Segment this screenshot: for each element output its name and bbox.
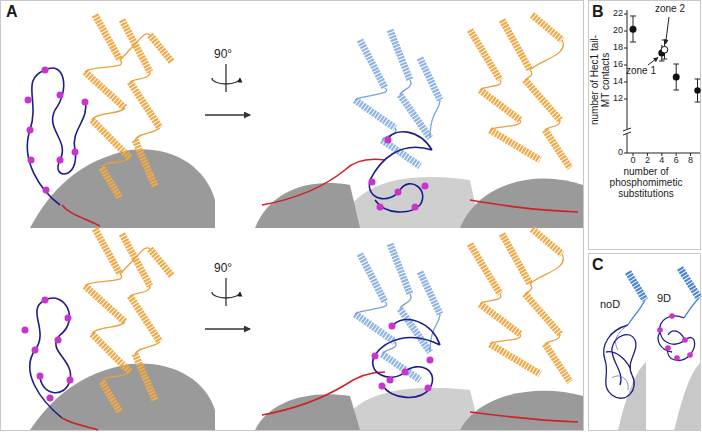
callout-label: zone 1	[626, 65, 662, 76]
x-tick-label: 2	[641, 156, 653, 166]
y-tick-label: 16	[608, 60, 623, 70]
rotation-angle: 90°	[214, 48, 244, 61]
y-tick-label: 14	[608, 77, 623, 87]
x-tick-label: 6	[670, 156, 682, 166]
panel-letter: C	[592, 256, 608, 274]
callout-label: zone 2	[655, 3, 691, 14]
x-axis-title: number of phosphomimetic substitutions	[591, 166, 701, 199]
y-tick-label: 18	[608, 43, 623, 53]
panel-letter: A	[6, 3, 26, 21]
y-tick-label: 20	[608, 26, 623, 36]
x-tick-label: 0	[627, 156, 639, 166]
y-axis-title: number of Hec1 tail-MT contacts	[589, 34, 611, 126]
condition-label: 9D	[657, 292, 679, 304]
panel-letter: B	[592, 3, 608, 21]
y-tick-label: 0	[608, 148, 623, 158]
y-tick-label: 22	[608, 9, 623, 19]
y-tick-label: 12	[608, 94, 623, 104]
condition-label: noD	[600, 298, 628, 310]
x-tick-label: 8	[685, 156, 697, 166]
x-tick-label: 4	[656, 156, 668, 166]
rotation-angle: 90°	[214, 262, 244, 275]
